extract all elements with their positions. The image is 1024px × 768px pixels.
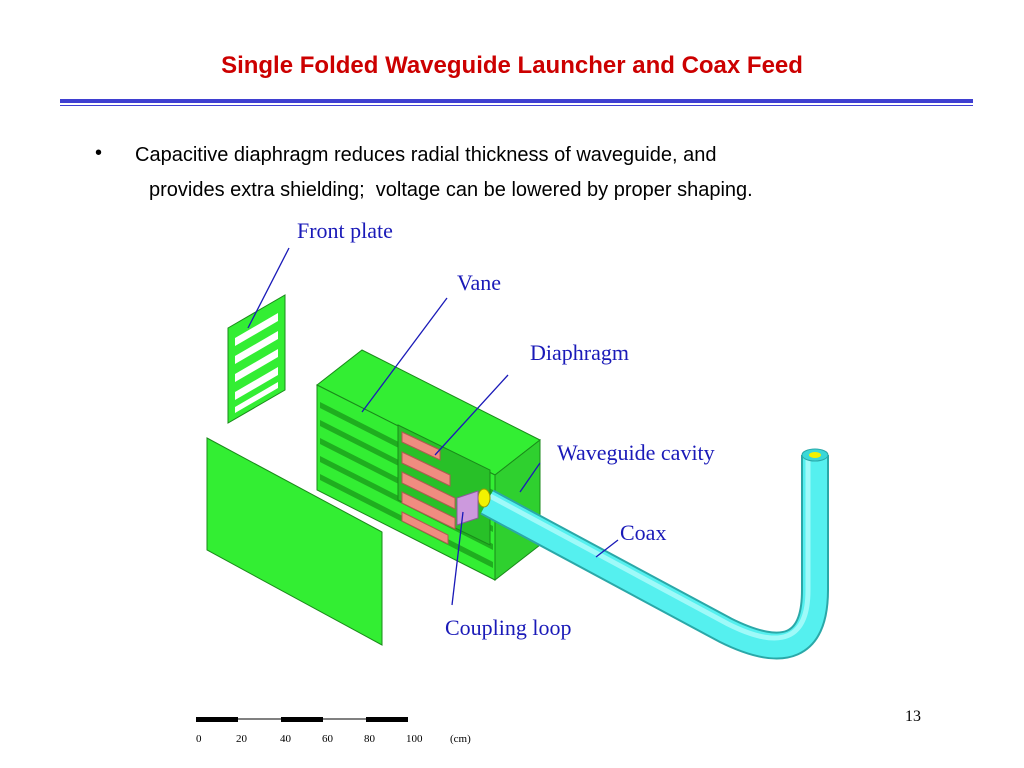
scale-tick-20: 20	[236, 733, 248, 745]
scale-bar: 0 20 40 60 80 100 (cm)	[196, 717, 471, 745]
scale-tick-60: 60	[322, 733, 334, 745]
page-number: 13	[905, 708, 921, 725]
diaphragm	[401, 431, 456, 545]
coax-line	[480, 448, 829, 660]
label-coax: Coax	[620, 520, 666, 545]
label-front-plate: Front plate	[297, 218, 393, 243]
bullet-text-line-1: Capacitive diaphragm reduces radial thic…	[135, 144, 717, 166]
leader-lines	[247, 247, 619, 606]
scale-tick-80: 80	[364, 733, 376, 745]
label-coupling-loop: Coupling loop	[445, 615, 572, 640]
back-plate	[206, 437, 383, 646]
bullet-text-line-2: provides extra shielding; voltage can be…	[149, 179, 753, 201]
bullet-marker: •	[95, 142, 103, 164]
label-diaphragm: Diaphragm	[530, 340, 629, 365]
scale-unit: (cm)	[450, 733, 471, 745]
scale-tick-100: 100	[406, 733, 423, 745]
title-rule-thick	[60, 99, 973, 103]
front-plate-grille	[227, 294, 286, 424]
scale-tick-0: 0	[196, 733, 202, 745]
label-vane: Vane	[457, 270, 501, 295]
title-rule-thin	[60, 105, 973, 106]
scale-tick-40: 40	[280, 733, 292, 745]
slide-title: Single Folded Waveguide Launcher and Coa…	[221, 52, 803, 79]
label-waveguide-cavity: Waveguide cavity	[557, 440, 715, 465]
